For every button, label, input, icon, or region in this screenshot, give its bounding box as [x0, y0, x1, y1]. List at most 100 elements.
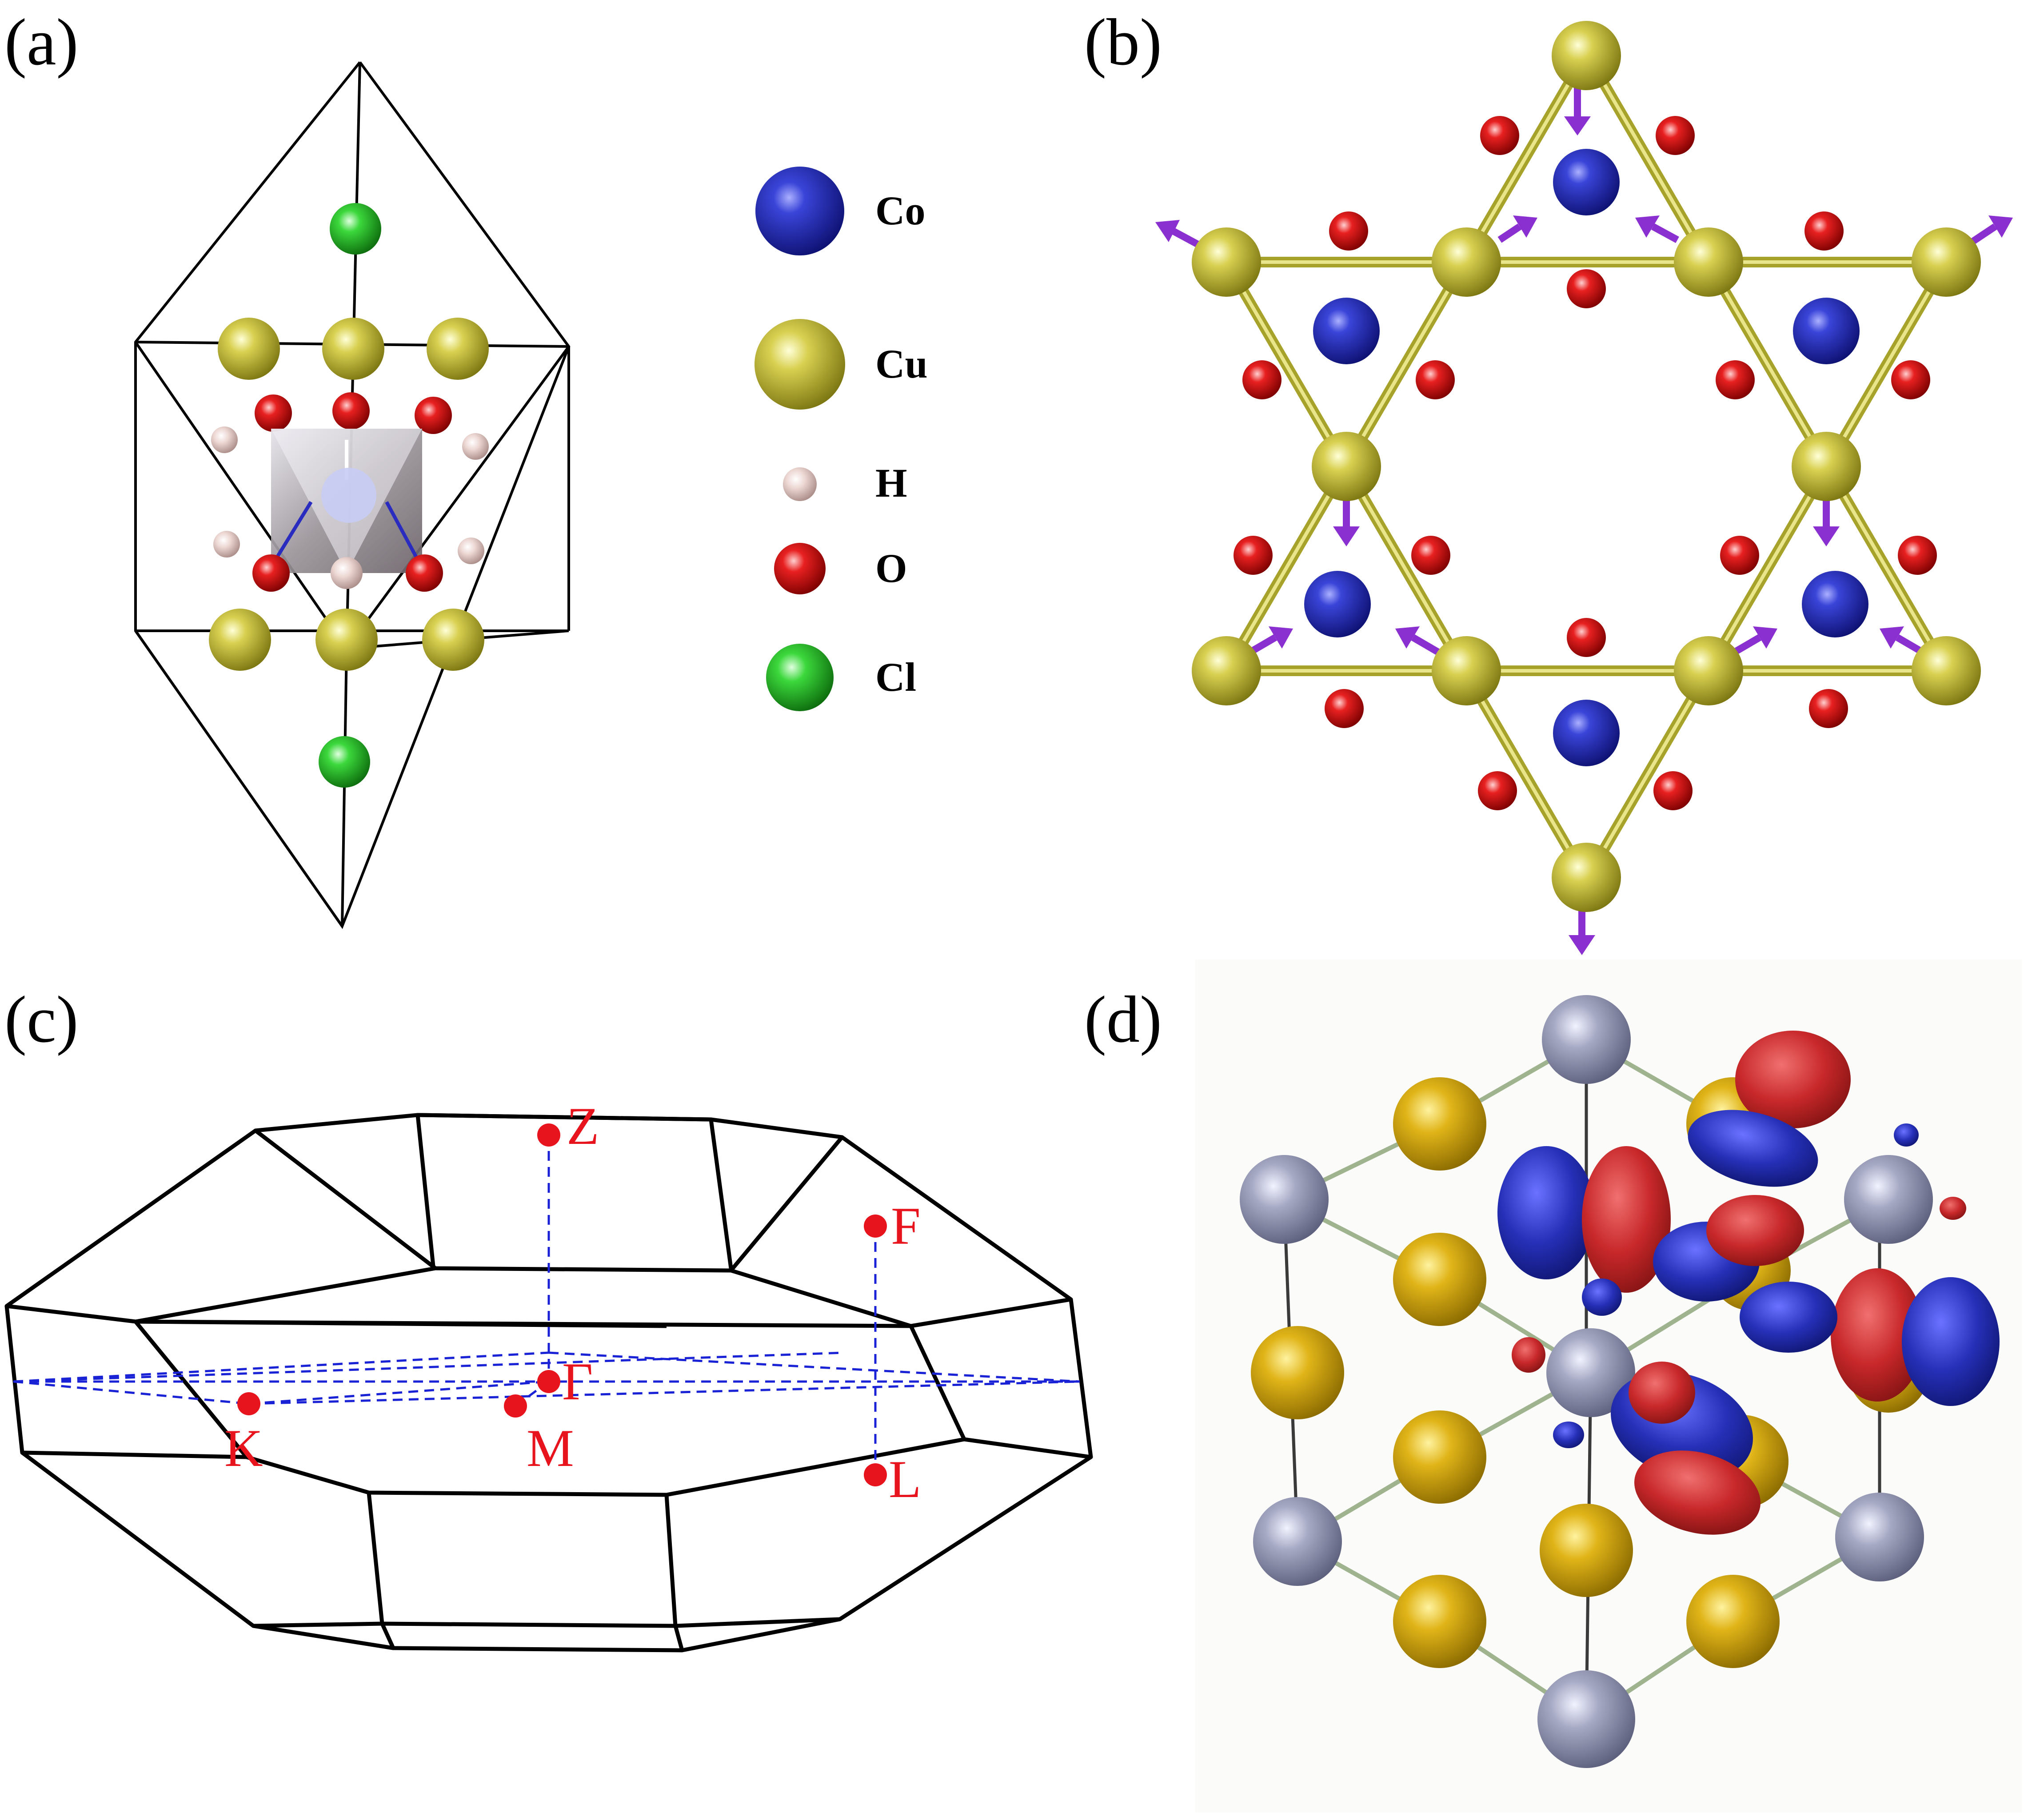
o-atom — [406, 554, 443, 592]
orbital-lobe-positive — [1512, 1337, 1545, 1373]
cu-atom — [209, 609, 271, 671]
orbital-lobe-negative — [1902, 1277, 2000, 1406]
o-atom — [1809, 689, 1848, 728]
h-atom — [462, 433, 489, 460]
gray-atom — [1546, 1328, 1635, 1417]
legend-label-o: O — [875, 546, 907, 591]
kpoint-dot-l — [864, 1463, 887, 1486]
co-atom — [1793, 298, 1860, 364]
o-atoms — [1234, 116, 1937, 810]
legend-label-h: H — [875, 460, 907, 506]
gray-atom — [1542, 995, 1631, 1084]
cl-atom — [330, 203, 381, 255]
o-atom — [1478, 771, 1517, 810]
bz-edges — [4, 1113, 1093, 1653]
cu-atoms — [1192, 21, 1981, 912]
orbital-lobe-positive — [1629, 1362, 1695, 1424]
kpoint-dot-z — [537, 1123, 560, 1147]
cu-atom — [422, 609, 484, 671]
panel-b-label: (b) — [1084, 5, 1162, 79]
gold-atom — [1393, 1233, 1486, 1326]
gray-atom — [1537, 1670, 1635, 1768]
o-atom — [255, 394, 292, 432]
o-atom — [415, 397, 452, 434]
gold-atom — [1540, 1504, 1633, 1597]
gray-atom — [1253, 1497, 1342, 1586]
cu-atom — [1552, 21, 1621, 90]
legend-item-cl: Cl — [766, 644, 916, 711]
gold-atom — [1251, 1326, 1344, 1419]
kpoint-markers — [237, 1123, 887, 1486]
o-atom — [1329, 211, 1368, 251]
kpoint-label-m: M — [527, 1418, 574, 1478]
co-atoms — [1304, 149, 1868, 766]
cu-atom — [1792, 432, 1861, 501]
orbital-lobe-negative — [1553, 1422, 1584, 1448]
spin-arrow — [1569, 906, 1595, 955]
o-atom — [1416, 360, 1455, 399]
gold-atom — [1393, 1575, 1486, 1668]
gray-atom — [1844, 1155, 1933, 1244]
cu-atom — [1192, 636, 1261, 705]
h-swatch — [783, 467, 817, 501]
gold-atom — [1393, 1077, 1486, 1171]
cu-atom — [1192, 227, 1261, 297]
legend-label-cl: Cl — [875, 654, 916, 700]
panel-d-orbital-isosurface: (d) — [1084, 960, 2022, 1812]
panel-c-label: (c) — [4, 983, 78, 1056]
orbital-lobe-negative — [1740, 1282, 1837, 1353]
co-atom — [1313, 298, 1380, 364]
h-atom — [458, 538, 484, 564]
kpoint-label-z: Z — [567, 1096, 599, 1155]
cu-atom — [1432, 227, 1501, 297]
cu-atom — [1674, 636, 1743, 705]
co-atom-center — [321, 468, 376, 523]
co-atom — [1304, 571, 1371, 637]
o-atom — [1653, 771, 1693, 810]
orbital-lobe-positive — [1634, 1450, 1761, 1535]
panel-c-brillouin-zone: (c) — [4, 983, 1093, 1653]
cu-atom — [1912, 636, 1981, 705]
legend: Co Cu H O Cl — [755, 167, 928, 711]
orbital-lobe-positive — [1940, 1197, 1966, 1220]
orbital-lobe-positive — [1735, 1031, 1851, 1128]
gold-atom — [1393, 1410, 1486, 1504]
kpoint-dot-m — [504, 1394, 527, 1418]
kpoint-label-k: K — [224, 1418, 263, 1478]
spin-arrow — [1635, 215, 1679, 243]
legend-label-cu: Cu — [875, 341, 928, 386]
cu-atom — [427, 318, 489, 380]
co-swatch — [755, 167, 844, 255]
coo6-octahedron — [271, 429, 422, 573]
o-atom — [1898, 536, 1937, 575]
kpoint-labels: Z F Γ K M L — [224, 1096, 921, 1509]
h-atom — [211, 426, 238, 453]
o-atom — [1567, 269, 1606, 308]
gold-atom — [1686, 1575, 1780, 1668]
orbital-lobe-positive — [1831, 1268, 1924, 1402]
legend-item-cu: Cu — [755, 319, 928, 410]
o-atom — [1891, 360, 1930, 399]
orbital-lobe-negative — [1497, 1146, 1595, 1279]
orbital-lobe-negative — [1582, 1278, 1622, 1316]
panel-a-crystal-cell: (a) — [4, 5, 571, 929]
co-atom — [1553, 700, 1620, 766]
gray-atom — [1240, 1155, 1329, 1244]
legend-item-co: Co — [755, 167, 925, 255]
cl-atom — [319, 736, 370, 788]
legend-item-o: O — [774, 543, 907, 594]
cu-swatch — [755, 319, 845, 410]
legend-item-h: H — [783, 460, 907, 506]
spin-arrow — [1731, 626, 1777, 656]
o-atom — [1480, 116, 1519, 155]
co-atom — [1553, 149, 1620, 215]
kpoint-dot-gamma — [537, 1370, 560, 1393]
cu-atom — [1912, 227, 1981, 297]
orbital-lobe-positive — [1706, 1195, 1804, 1266]
o-atom — [1325, 689, 1364, 728]
o-atom — [1716, 360, 1755, 399]
cu-atom — [1312, 432, 1381, 501]
orbital-lobes — [1497, 1031, 2000, 1535]
orbital-lobe-negative — [1688, 1110, 1818, 1187]
spin-arrows — [1155, 87, 2013, 955]
